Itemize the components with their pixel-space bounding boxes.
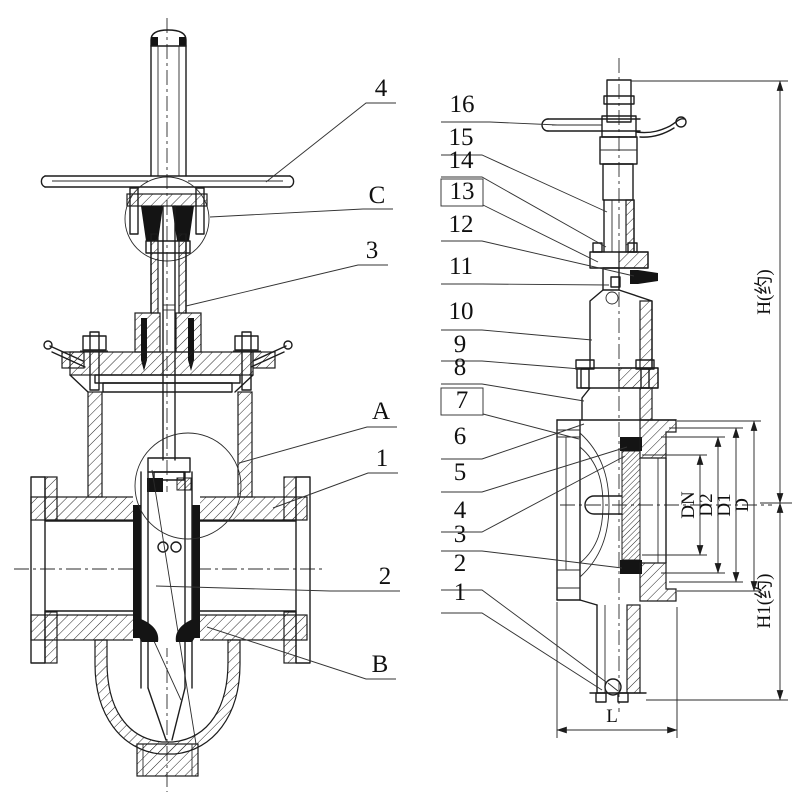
callout-8: 8 [454,354,467,381]
left-view-callouts: 4 C 3 A 1 2 B [155,75,400,680]
dim-label-D2: D2 [696,493,717,516]
bonnet-side [589,289,653,369]
bonnet-flange [43,331,293,393]
seat-seal-left [133,505,141,638]
gland-packing-area [124,176,210,262]
dimension-annotations: H(约) H1(约) DN D2 D1 D L [556,80,792,738]
detail-circle-A [134,432,242,540]
flange-face-right [295,476,311,664]
gasket-band [94,374,241,384]
stem-cap [150,29,187,177]
hex-nut-left [82,335,107,351]
callout-4: 4 [375,75,388,102]
callout-3: 3 [366,237,379,264]
bolt-stud-left [89,331,100,391]
callout-9: 9 [454,331,467,358]
bottom-boss [136,743,199,777]
callout-6: 6 [454,423,467,450]
yoke-assembly [599,136,638,253]
callout-1r: 1 [454,579,467,606]
hex-nut-right [234,335,259,351]
eyebolt-pin [630,270,658,284]
dim-label-D1: D1 [714,493,735,516]
callout-B: B [372,651,389,678]
bonnet-flange-side [575,359,659,421]
seat-seal-right [192,505,200,638]
body-flange-block [556,419,677,602]
bolt-stud-right [241,331,252,391]
stem-gate-connection [147,457,192,492]
right-view-side-elevation: 16 15 14 13 12 11 10 9 8 7 6 5 [440,58,792,738]
callout-12: 12 [449,211,474,238]
handle-knob [675,116,687,128]
flange-face-left [30,476,46,664]
bottom-dome [94,639,241,777]
dim-label-L: L [606,706,618,727]
callout-1: 1 [376,445,389,472]
handwheel-edge [40,175,295,188]
callout-5: 5 [454,459,467,486]
callout-2: 2 [379,563,392,590]
callout-7: 7 [456,387,469,414]
yoke-tube [150,205,187,461]
callout-2r: 2 [454,550,467,577]
dim-label-D: D [732,498,753,512]
dim-label-DN: DN [678,491,699,519]
callout-13: 13 [450,178,475,205]
gate-assembly [133,432,242,745]
callout-C: C [369,182,386,209]
callout-16: 16 [450,91,475,118]
callout-4r: 4 [454,497,467,524]
handwheel-side [541,115,687,138]
callout-13-box [440,178,484,207]
drain-plug [604,678,622,696]
seat-seal-bottom [620,560,642,574]
gland-assembly [589,242,658,291]
seat-seal-top [620,437,642,451]
dim-label-H: H(约) [753,269,775,314]
callout-A: A [372,398,390,425]
dim-label-H1: H1(约) [753,574,775,629]
callout-14: 14 [449,147,475,174]
left-view-front-section: 4 C 3 A 1 2 B [14,18,400,792]
valve-body-walls [87,391,253,498]
gate-edge [621,450,641,561]
lever-knob-left [43,340,53,350]
detail-circle-C [124,176,210,262]
callout-10: 10 [449,298,474,325]
callout-15: 15 [449,124,474,151]
lower-body-side [579,599,647,703]
callout-3r: 3 [454,521,467,548]
stem-top [603,79,635,123]
callout-7-box [440,387,484,416]
callout-11: 11 [449,253,473,280]
lever-knob-right [283,340,293,350]
right-view-callouts: 16 15 14 13 12 11 10 9 8 7 6 5 [440,91,635,691]
